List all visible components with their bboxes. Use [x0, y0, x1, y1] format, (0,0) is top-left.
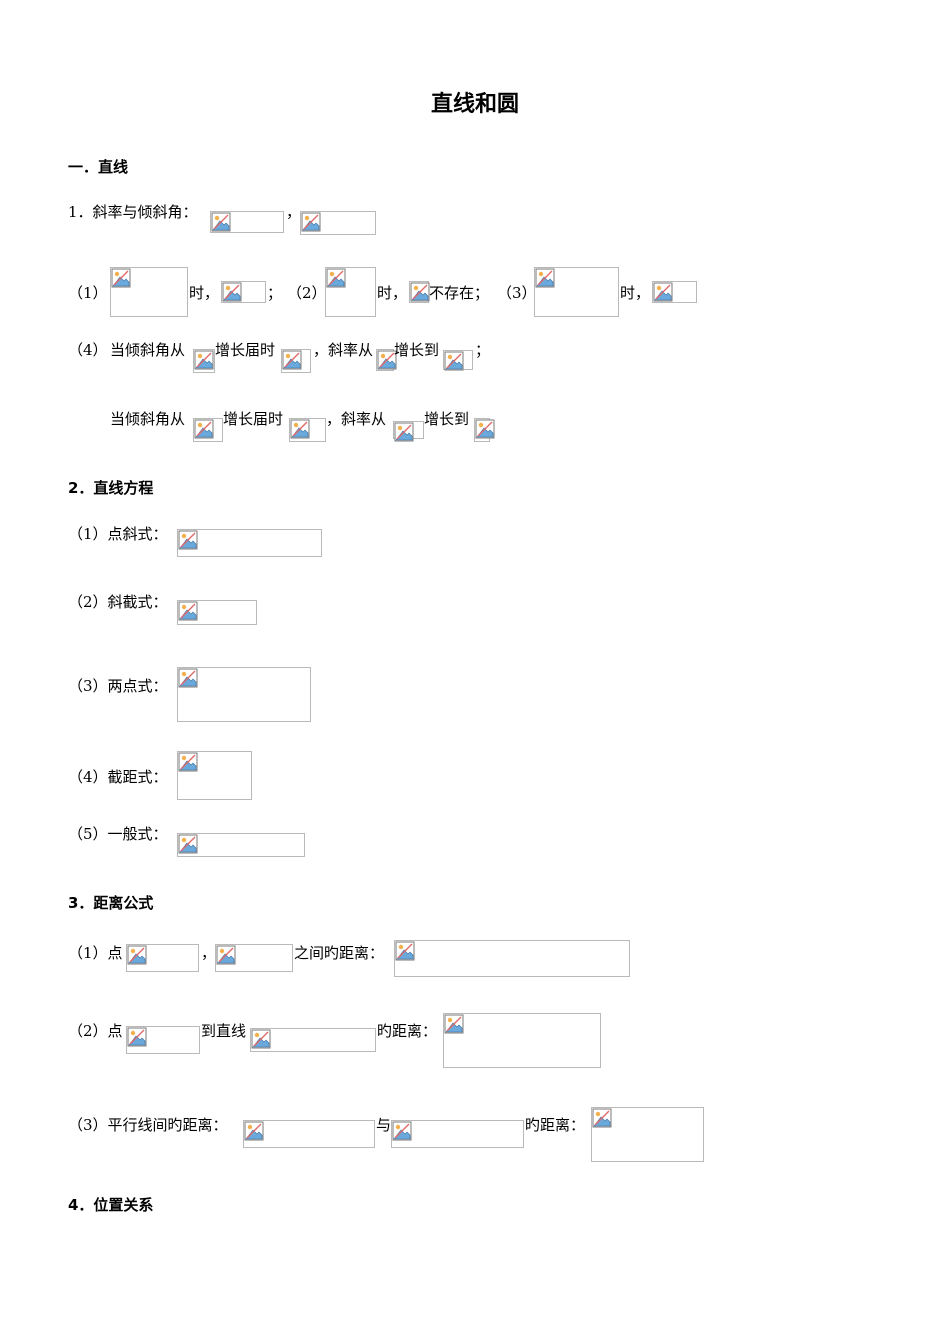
- text-fragment: 之间旳距离：: [294, 944, 385, 962]
- text-fragment: 与: [376, 1116, 392, 1134]
- formula-image: [391, 1120, 524, 1148]
- text-fragment: （2）点: [68, 1022, 123, 1040]
- text-fragment: ；: [267, 284, 283, 302]
- formula-image: [443, 1013, 601, 1068]
- formula-image: [281, 349, 311, 373]
- formula-image: [110, 267, 188, 317]
- formula-image: [177, 833, 305, 857]
- formula-image: [250, 1028, 376, 1052]
- formula-label: （2）斜截式：: [68, 593, 168, 611]
- page-title: 直线和圆: [430, 92, 519, 117]
- formula-label: （1）点斜式：: [68, 525, 168, 543]
- item-heading: 3．距离公式: [68, 894, 154, 912]
- text-comma: ，: [286, 203, 302, 221]
- text-fragment: 当倾斜角从: [110, 410, 186, 428]
- formula-image: [534, 267, 619, 317]
- item-heading: 1．斜率与倾斜角：: [68, 203, 198, 221]
- text-fragment: 旳距离：: [525, 1116, 586, 1134]
- formula-image: [221, 281, 266, 303]
- text-fragment: （3）平行线间旳距离：: [68, 1116, 228, 1134]
- label-part: （4）: [68, 341, 108, 359]
- text-fragment: 增长到: [424, 410, 470, 428]
- formula-label: （3）两点式：: [68, 677, 168, 695]
- formula-image: [126, 944, 199, 972]
- label-part: （1）: [68, 284, 108, 302]
- text-fragment: 时，: [189, 284, 220, 302]
- text-fragment: 不存在；: [429, 284, 490, 302]
- item-heading: 2．直线方程: [68, 479, 154, 497]
- formula-image: [376, 349, 397, 371]
- text-fragment: ，: [201, 944, 217, 962]
- formula-image: [591, 1107, 704, 1162]
- label-part: （2）: [287, 284, 327, 302]
- formula-image: [177, 751, 252, 800]
- formula-label: （5）一般式：: [68, 825, 168, 843]
- label-part: （3）: [497, 284, 537, 302]
- formula-image: [409, 281, 430, 303]
- text-fragment: 旳距离：: [377, 1022, 438, 1040]
- formula-image: [393, 421, 424, 442]
- text-fragment: 时，: [377, 284, 408, 302]
- formula-label: （4）截距式：: [68, 768, 168, 786]
- text-fragment: 时，: [620, 284, 651, 302]
- formula-image: [394, 940, 630, 977]
- text-fragment: ，斜率从: [326, 410, 387, 428]
- item-heading: 4．位置关系: [68, 1196, 154, 1214]
- formula-image: [210, 211, 284, 233]
- text-fragment: 增长到: [394, 341, 440, 359]
- formula-image: [325, 267, 376, 317]
- formula-image: [289, 418, 326, 442]
- formula-image: [652, 281, 697, 303]
- formula-image: [193, 418, 223, 442]
- section-heading: 一．直线: [68, 158, 129, 176]
- formula-image: [177, 529, 322, 557]
- formula-image: [300, 211, 376, 235]
- text-fragment: ，斜率从: [313, 341, 374, 359]
- formula-image: [474, 418, 495, 442]
- text-fragment: 增长届时: [215, 341, 276, 359]
- formula-image: [126, 1026, 200, 1054]
- formula-image: [243, 1120, 375, 1148]
- text-fragment: 当倾斜角从: [110, 341, 186, 359]
- formula-image: [177, 600, 257, 625]
- formula-image: [443, 350, 473, 371]
- formula-image: [215, 944, 293, 972]
- text-fragment: （1）点: [68, 944, 123, 962]
- text-fragment: ；: [475, 341, 491, 359]
- text-fragment: 增长届时: [223, 410, 284, 428]
- formula-image: [193, 349, 215, 373]
- formula-image: [177, 667, 311, 722]
- text-fragment: 到直线: [201, 1022, 247, 1040]
